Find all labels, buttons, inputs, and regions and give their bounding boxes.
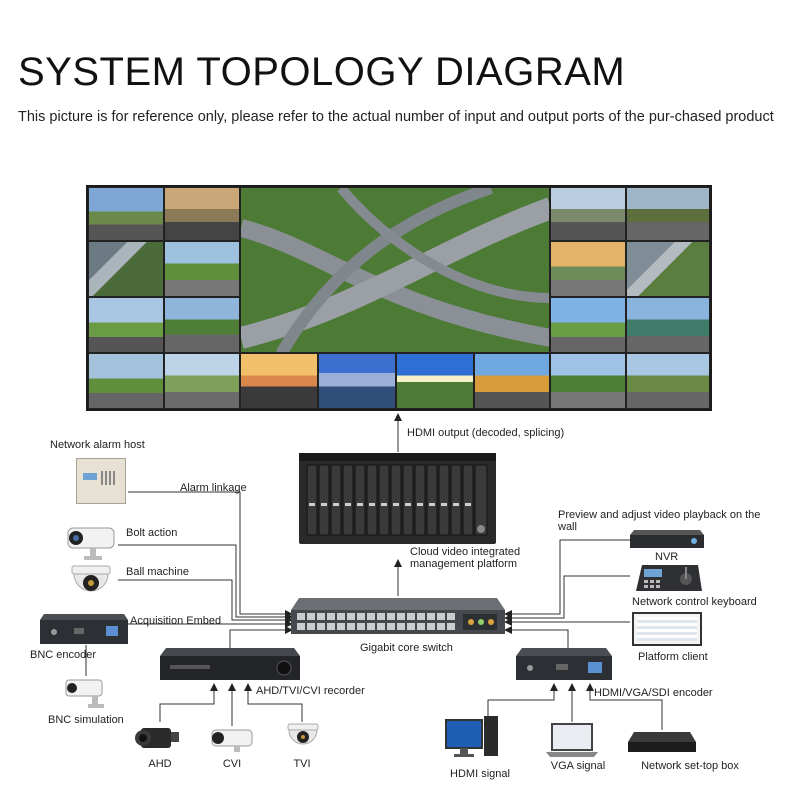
bolt-camera-icon bbox=[67, 527, 115, 560]
wall-tile-bridge bbox=[550, 241, 626, 297]
wall-tile-highway bbox=[626, 353, 710, 409]
desktop-pc-icon bbox=[445, 716, 498, 757]
wall-tile-highway bbox=[164, 187, 240, 241]
wall-tile-autumn-road bbox=[474, 353, 550, 409]
recorder-box bbox=[160, 648, 300, 680]
bnc-encoder-label: BNC encoder bbox=[30, 649, 97, 661]
network-control-keyboard bbox=[636, 563, 702, 593]
dome-camera-icon bbox=[71, 565, 111, 592]
wall-tile-highway bbox=[626, 187, 710, 241]
tvi-label: TVI bbox=[293, 758, 311, 770]
wall-tile-highway bbox=[164, 353, 240, 409]
vga-signal-label: VGA signal bbox=[550, 760, 606, 772]
ball-machine-camera bbox=[70, 564, 112, 604]
gigabit-core-switch bbox=[291, 598, 505, 636]
switch-label: Gigabit core switch bbox=[360, 642, 453, 654]
tvi-dome-icon bbox=[287, 723, 319, 745]
encoder-label: HDMI/VGA/SDI encoder bbox=[594, 687, 713, 699]
bolt-action-label: Bolt action bbox=[126, 527, 178, 539]
preview-label: Preview and adjust video playback on the… bbox=[558, 509, 761, 533]
cvi-camera-icon bbox=[211, 729, 253, 752]
set-top-box-icon bbox=[628, 732, 696, 752]
alarm-host-display bbox=[83, 473, 97, 480]
page-title: SYSTEM TOPOLOGY DIAGRAM bbox=[18, 50, 626, 94]
set-top-box-label: Network set-top box bbox=[641, 760, 739, 772]
hdmi-encoder-box bbox=[516, 648, 612, 680]
wall-tile-interchange bbox=[88, 241, 164, 297]
wall-tile-highway bbox=[88, 297, 164, 353]
platform-client-monitor bbox=[632, 612, 702, 646]
wall-tile-highway bbox=[164, 297, 240, 353]
platform-label: Cloud video integrated management platfo… bbox=[410, 546, 521, 570]
nvr-device bbox=[630, 530, 704, 550]
alarm-host-keypad bbox=[101, 471, 117, 485]
wall-tile-highway bbox=[550, 187, 626, 241]
network-alarm-host-label: Network alarm host bbox=[50, 439, 145, 451]
network-alarm-host bbox=[76, 458, 126, 504]
network-set-top-box bbox=[628, 730, 696, 756]
bolt-action-camera bbox=[60, 524, 118, 562]
hdmi-vga-sdi-encoder bbox=[516, 648, 612, 682]
cloud-video-platform-chassis bbox=[299, 453, 496, 544]
wall-tile-mountain bbox=[318, 353, 396, 409]
hdmi-signal-pc bbox=[444, 714, 500, 762]
wall-tile-highway bbox=[626, 297, 710, 353]
laptop-icon bbox=[546, 723, 598, 757]
wall-tile-sunny-road bbox=[396, 353, 474, 409]
bnc-encoder bbox=[40, 614, 128, 646]
wall-tile-bridge bbox=[550, 353, 626, 409]
wall-tile-aerial-interchange bbox=[240, 187, 550, 353]
acquisition-embed-label: Acquisition Embed bbox=[130, 615, 222, 627]
client-screen-grid bbox=[637, 617, 697, 641]
tvi-dome-camera bbox=[286, 722, 320, 754]
nvr-box bbox=[630, 530, 704, 548]
ahd-tvi-cvi-recorder bbox=[160, 648, 300, 682]
camcorder-icon bbox=[135, 728, 179, 748]
wall-tile-sunset-road bbox=[240, 353, 318, 409]
aerial-roads-graphic bbox=[241, 188, 549, 352]
keyboard-icon bbox=[636, 565, 702, 591]
bnc-simulation-label: BNC simulation bbox=[48, 714, 124, 726]
nvr-label: NVR bbox=[655, 551, 679, 563]
wall-tile-highway bbox=[550, 297, 626, 353]
wall-tile-highway bbox=[164, 241, 240, 297]
ahd-camcorder bbox=[133, 722, 181, 754]
switch-graphic bbox=[291, 598, 505, 634]
bnc-simulation-camera bbox=[62, 676, 112, 710]
bnc-camera-icon bbox=[65, 679, 104, 708]
ahd-label: AHD bbox=[148, 758, 172, 770]
bnc-encoder-box bbox=[40, 614, 128, 644]
page-subtitle: This picture is for reference only, plea… bbox=[18, 109, 774, 125]
vga-signal-laptop bbox=[544, 722, 600, 758]
platform-client-label: Platform client bbox=[638, 651, 708, 663]
cvi-label: CVI bbox=[222, 758, 242, 770]
wall-tile-highway bbox=[88, 353, 164, 409]
wall-tile-highway bbox=[88, 187, 164, 241]
alarm-linkage-label: Alarm linkage bbox=[180, 482, 247, 494]
hdmi-output-label: HDMI output (decoded, splicing) bbox=[407, 427, 565, 439]
ball-machine-label: Ball machine bbox=[126, 566, 189, 578]
hdmi-signal-label: HDMI signal bbox=[450, 768, 510, 780]
chassis-graphic bbox=[299, 453, 496, 536]
video-wall bbox=[86, 185, 712, 411]
cvi-camera bbox=[206, 726, 258, 754]
recorder-label: AHD/TVI/CVI recorder bbox=[256, 685, 365, 697]
wall-tile-interchange bbox=[626, 241, 710, 297]
keyboard-label: Network control keyboard bbox=[632, 596, 757, 608]
